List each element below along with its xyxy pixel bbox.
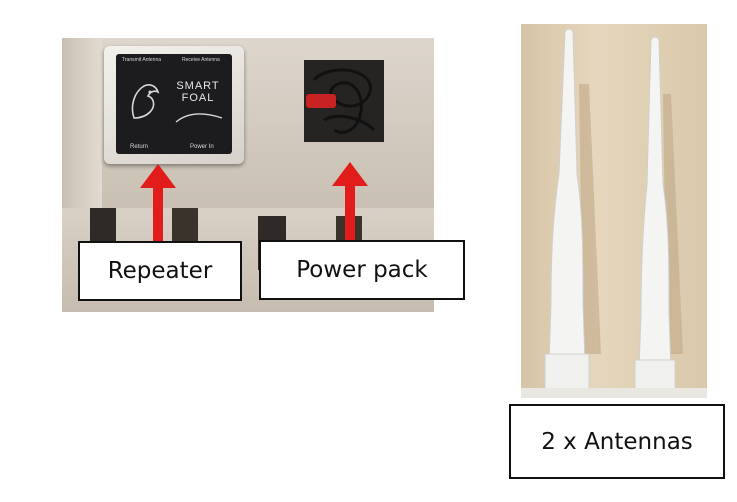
power-cable-icon [306,68,376,134]
antennas-icon [521,28,707,398]
antennas-label: 2 x Antennas [509,404,725,479]
repeater-arrow-icon [140,164,176,242]
device-logo-text: SMART FOAL [176,80,220,104]
device-bottom-left-label: Return [130,144,149,150]
power-pack-label: Power pack [259,240,465,300]
logo-swoosh-icon [175,113,223,123]
device-port-right-label: Receive Antenna [182,57,220,63]
power-pack-arrow-icon [332,162,368,242]
device-port-left-label: Transmit Antenna [122,57,162,63]
repeater-device: Transmit Antenna Receive Antenna SMART F… [104,46,244,164]
box-contents-photo: Transmit Antenna Receive Antenna SMART F… [62,38,434,312]
device-bottom-right-label: Power In [190,144,214,150]
repeater-label: Repeater [78,241,242,301]
power-pack-compartment [304,60,384,142]
horse-logo-icon [131,84,160,119]
antennas-photo [521,24,707,398]
